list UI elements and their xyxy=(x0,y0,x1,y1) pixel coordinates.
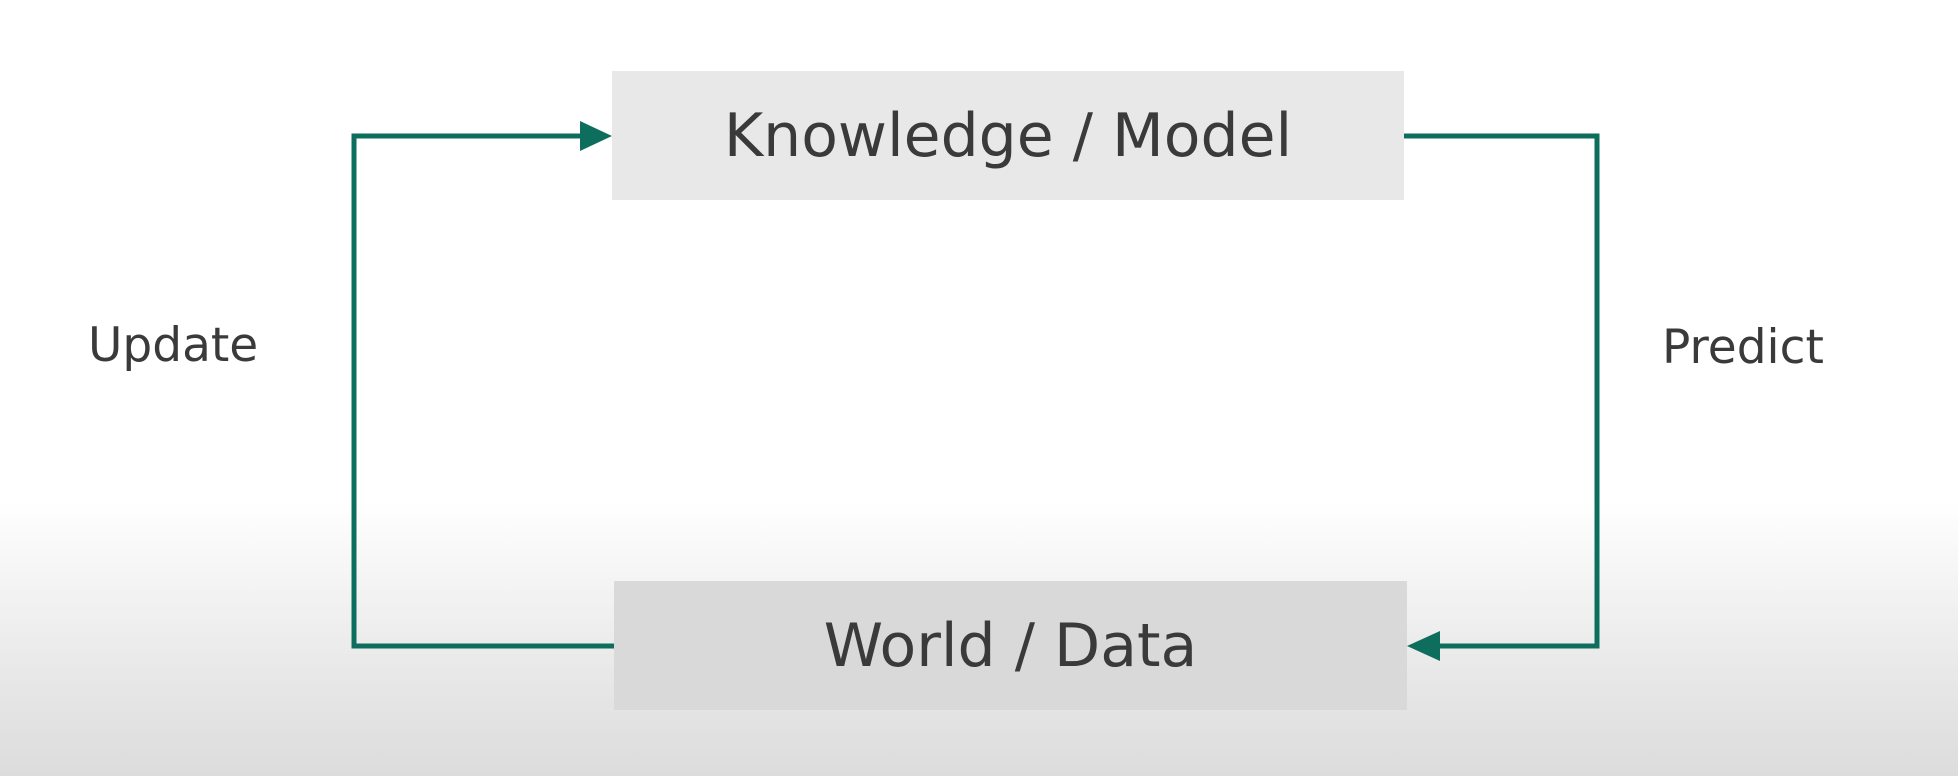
update-arrow-line xyxy=(351,133,614,649)
predict-arrow-line xyxy=(1404,133,1600,649)
predict-edge-label: Predict xyxy=(1662,320,1824,375)
update-arrowhead xyxy=(580,121,612,151)
knowledge-model-label: Knowledge / Model xyxy=(723,100,1293,171)
world-data-node: World / Data xyxy=(614,581,1407,710)
predict-arrowhead xyxy=(1407,631,1440,661)
update-edge-label: Update xyxy=(88,318,259,373)
world-data-label: World / Data xyxy=(823,610,1198,681)
knowledge-model-node: Knowledge / Model xyxy=(612,71,1404,200)
